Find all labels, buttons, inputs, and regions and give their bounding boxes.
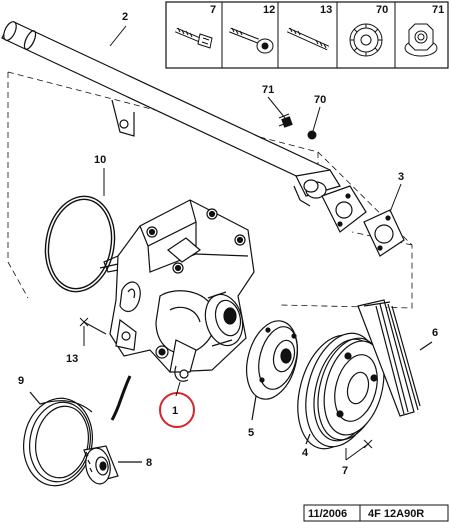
shaft-seal-part-9 <box>23 391 93 487</box>
callout-1-leader <box>175 381 181 397</box>
fastener-reference-box: 7 12 13 70 71 <box>165 1 449 69</box>
callout-70: 70 <box>314 94 326 106</box>
stud-13-icon <box>286 27 330 51</box>
callout-2: 2 <box>122 11 128 23</box>
bolt-7-callout-leader <box>345 439 373 461</box>
housing-to-seal-leader <box>110 375 132 421</box>
fastener-ref-12: 12 <box>263 4 275 16</box>
callout-3-leader <box>389 183 402 213</box>
callout-5: 5 <box>248 427 254 439</box>
callout-2-leader <box>109 25 127 47</box>
fastener-ref-13: 13 <box>320 4 332 16</box>
bearing-part-8 <box>83 445 142 485</box>
callout-10: 10 <box>94 154 106 166</box>
callout-1: 1 <box>172 405 178 417</box>
pulley-hub-part-5 <box>246 320 298 421</box>
belt-part-6 <box>357 299 433 417</box>
screw-12-icon <box>229 27 274 54</box>
stud-13-callout-leader <box>79 317 107 346</box>
footer-reference: 4F 12A90R <box>368 508 424 520</box>
callout-6: 6 <box>432 327 438 339</box>
callout-7: 7 <box>342 465 348 477</box>
coolant-tube-part-2 <box>1 21 367 233</box>
footer-date: 11/2006 <box>308 508 347 520</box>
water-pump-housing-part-1 <box>99 199 255 382</box>
callout-71: 71 <box>262 84 274 96</box>
washer-70-icon <box>349 23 383 57</box>
fastener-ref-71: 71 <box>432 4 444 16</box>
screw-7-icon <box>175 27 213 49</box>
gasket-part-3 <box>363 209 405 257</box>
pulley-part-4 <box>297 332 385 450</box>
callout-3: 3 <box>398 171 404 183</box>
washer-nut-70-71 <box>267 96 321 140</box>
callout-9: 9 <box>18 375 24 387</box>
callout-4: 4 <box>302 447 309 459</box>
callout-8: 8 <box>146 457 152 469</box>
footer-box: 11/2006 4F 12A90R <box>303 504 449 522</box>
fastener-ref-7: 7 <box>210 4 216 16</box>
fastener-ref-70: 70 <box>376 4 388 16</box>
callout-13: 13 <box>66 353 78 365</box>
nut-71-icon <box>404 23 438 57</box>
o-ring-part-10 <box>44 168 116 293</box>
